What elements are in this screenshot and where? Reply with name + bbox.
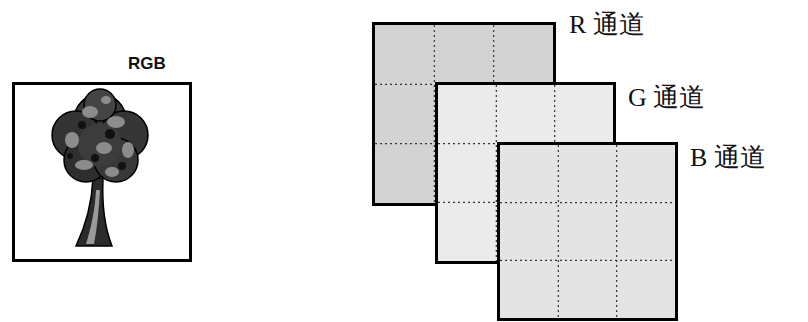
channel-label: G 通道 [628, 83, 705, 113]
tree-canopy [52, 89, 148, 182]
channel-label: B 通道 [690, 143, 766, 173]
grid-line [616, 145, 617, 318]
grid-lines [500, 145, 675, 318]
grid-line [500, 260, 675, 261]
tree-dark-spots [67, 121, 126, 170]
tree-highlights [65, 96, 134, 177]
channel-label: R 通道 [569, 10, 645, 40]
image-frame: RGB [12, 82, 192, 262]
image-title: RGB [128, 54, 166, 74]
grid-line [500, 202, 675, 203]
channel-grid: B 通道 [497, 142, 678, 321]
tree-trunk [76, 178, 112, 246]
grid-line [558, 145, 559, 318]
